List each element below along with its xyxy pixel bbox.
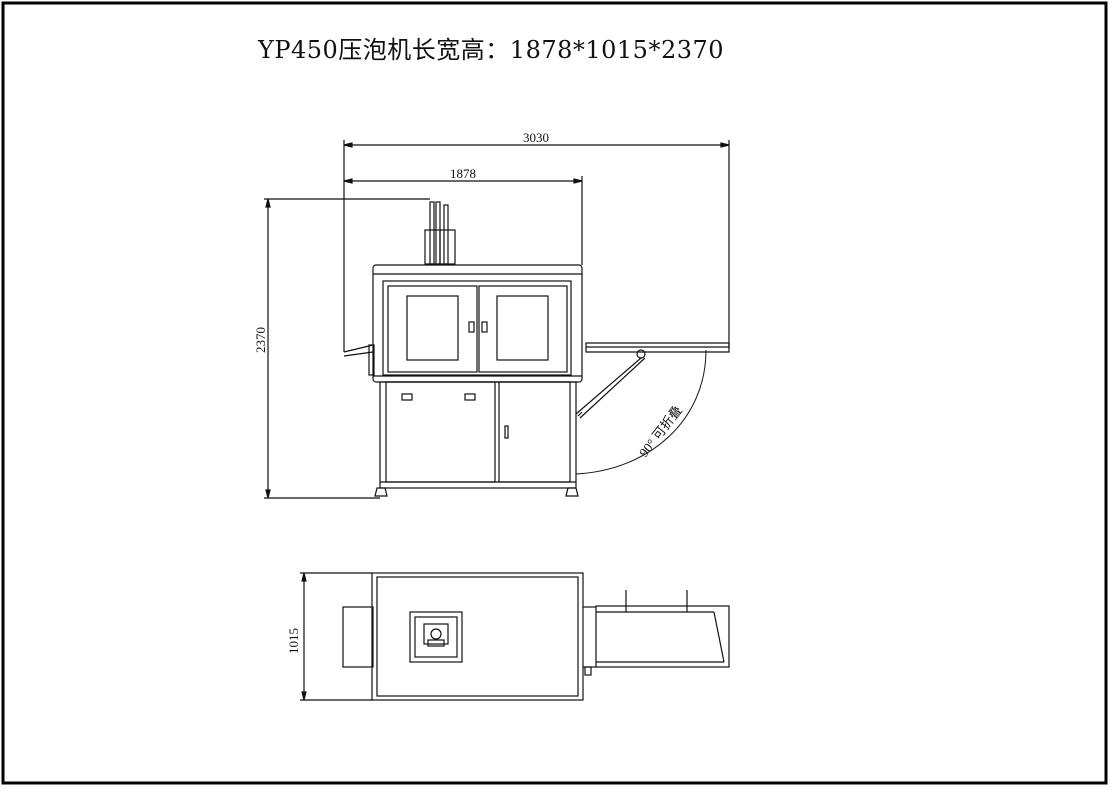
dimension-label-width: 1015 [286, 628, 301, 654]
dimension-label-machine-length: 1878 [450, 166, 476, 181]
upper-cabinet [372, 264, 583, 383]
left-chute-top [342, 606, 374, 668]
dimension-label-overall-length: 3030 [523, 130, 549, 145]
lower-frame [374, 381, 579, 497]
dimension-height [264, 198, 430, 499]
front-view [264, 140, 730, 499]
conveyor-top [583, 590, 730, 676]
press-head-top [409, 611, 463, 663]
dimension-label-height: 2370 [253, 327, 268, 353]
top-cylinders [424, 201, 456, 265]
dimension-overall-length [343, 140, 730, 352]
dimension-width [300, 572, 372, 701]
top-view [300, 572, 730, 701]
fold-annotation: 90° 可折叠 [636, 403, 685, 460]
foldable-conveyor [575, 342, 730, 475]
left-chute [343, 344, 375, 376]
machine-body-top [371, 572, 584, 701]
drawing-title: YP450压泡机长宽高：1878*1015*2370 [258, 36, 725, 64]
dimension-machine-length [343, 176, 583, 265]
sheet-border [1, 1, 1108, 785]
